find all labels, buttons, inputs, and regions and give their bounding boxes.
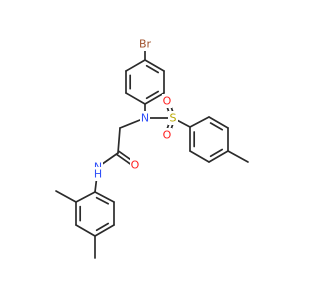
atom-label-background — [168, 111, 178, 125]
ring-bond — [125, 92, 146, 105]
molecule-structure: BrNSOOONH — [55, 37, 249, 259]
double-bond-inner — [209, 148, 224, 158]
double-bond-inner — [95, 196, 110, 205]
bond-layer — [55, 43, 249, 259]
methyl-bond — [227, 150, 249, 163]
atom-label-background — [140, 111, 150, 125]
oxygen-atom-label: O — [163, 129, 172, 142]
ring-bond — [208, 116, 229, 129]
ring-bond — [125, 59, 146, 72]
atom-label-background — [137, 37, 153, 51]
ring-bond — [75, 191, 96, 203]
ring-bond — [189, 150, 210, 163]
double-bond-inner — [209, 122, 224, 131]
atom-label-background — [162, 94, 172, 108]
methyl-bond — [55, 190, 77, 203]
ring-bond — [94, 191, 115, 203]
ring-bond — [144, 59, 165, 72]
bromine-atom-label: Br — [139, 38, 152, 51]
ring-bond — [144, 92, 165, 105]
ch2-carbonyl-bond — [117, 127, 121, 154]
double-bond-inner — [95, 222, 110, 232]
atom-label-background — [162, 128, 172, 142]
ring-bond — [75, 224, 96, 237]
ring-bond — [208, 150, 229, 163]
atom-label-layer: BrNSOOONH — [93, 37, 178, 181]
ring-bond — [94, 224, 115, 237]
atom-label-background — [93, 167, 103, 181]
double-bond-inner — [145, 64, 160, 74]
atom-label-background — [130, 158, 140, 172]
nitrogen-atom-label: N — [141, 112, 149, 125]
hydrogen-atom-label: H — [94, 168, 102, 181]
ring-bond — [189, 116, 210, 128]
sulfur-atom-label: S — [170, 112, 177, 125]
double-bond-inner — [145, 90, 160, 100]
oxygen-atom-label: O — [131, 159, 140, 172]
oxygen-atom-label: O — [163, 95, 172, 108]
